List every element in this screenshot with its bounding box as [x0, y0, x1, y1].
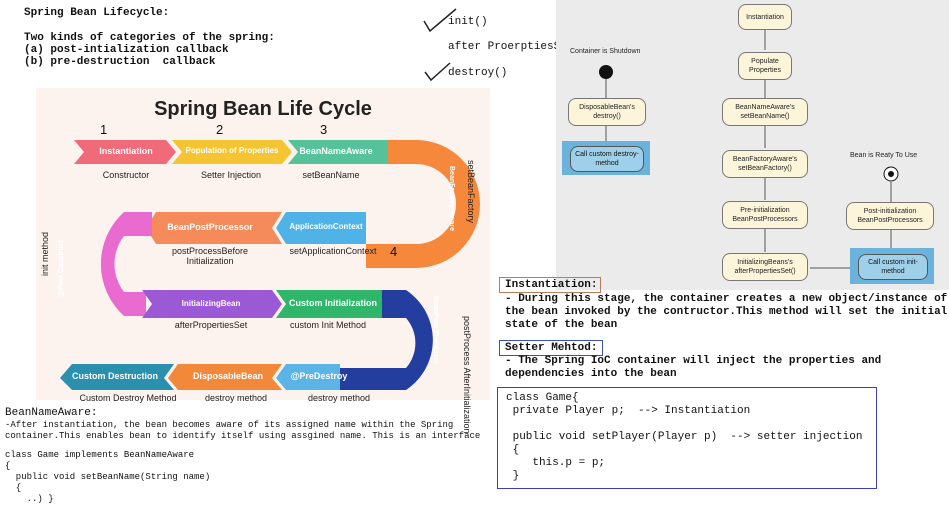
stage-instantiation: Instantiation	[99, 146, 153, 156]
bean-name-aware-line: -After instantiation, the bean becomes a…	[5, 420, 454, 430]
caption-set-bean-name: setBeanName	[302, 170, 360, 180]
code-line: ..) }	[5, 494, 54, 504]
setter-line: - The Spring IoC container will inject t…	[505, 355, 882, 367]
flow-node-post-init: Post-initialization BeanPostProcessors	[846, 202, 934, 230]
stage-custom-destruction: Custom Destruction	[71, 371, 158, 381]
container-shutdown-label: Container is Shutdown	[570, 48, 641, 55]
notes-item-a: (a) post-intialization callback	[24, 44, 229, 56]
notes-title: Spring Bean Lifecycle:	[24, 7, 170, 19]
notes-intro: Two kinds of categories of the spring:	[24, 32, 275, 44]
stage-disposable-bean: DisposableBean	[192, 371, 264, 381]
infographic-title: Spring Bean Life Cycle	[154, 98, 372, 120]
code-line: class Game implements BeanNameAware	[5, 450, 195, 460]
setter-heading: Setter Mehtod:	[505, 342, 598, 354]
checkmark-icon	[424, 62, 451, 82]
callback-destroy: destroy()	[448, 67, 508, 79]
instantiation-line: the bean invoked by the contructor.This …	[505, 306, 948, 318]
caption-destroy-method: destroy method	[204, 393, 268, 403]
code-line: public void setBeanName(String name)	[5, 472, 211, 482]
caption-constructor: Constructor	[102, 170, 150, 180]
handwritten-number: 4	[390, 244, 398, 259]
caption-after-properties-set: afterPropertiesSet	[174, 320, 248, 330]
flow-diagram-connectors	[599, 30, 899, 269]
stage-initializing-bean: InitializingBean	[181, 299, 241, 308]
caption-post-process-after-init: postProcess AfterInitialization	[462, 316, 472, 434]
code-line: public void setPlayer(Player p) --> sett…	[506, 431, 863, 443]
caption-post-process-before-init: postProcessBefore Initialization	[171, 246, 249, 266]
flow-node-populate: Populate Properties	[738, 52, 792, 80]
flow-node-custom-init: Call custom init-method	[858, 254, 928, 280]
notes-item-b: (b) pre-destruction callback	[24, 56, 216, 68]
caption-custom-destroy-method: Custom Destroy Method	[79, 393, 177, 403]
caption-destroy-method: destroy method	[307, 393, 371, 403]
code-line: private Player p; --> Instantiation	[506, 405, 751, 417]
lifecycle-ribbon	[60, 140, 480, 390]
stage-custom-initialization: Custom Initialization	[288, 298, 377, 308]
code-line: {	[506, 444, 520, 456]
stage-bean-factory-aware: BeanFactory Aware	[448, 166, 455, 231]
flow-node-instantiation: Instantiation	[738, 4, 792, 30]
flow-node-initializing-beans: InitializingBeans's afterPropertiesSet()	[722, 253, 808, 281]
setter-line: dependencies into the bean	[505, 368, 677, 380]
caption-set-application-context: setApplicationContext	[289, 246, 377, 256]
handwritten-number: 3	[320, 122, 328, 137]
instantiation-line: - During this stage, the container creat…	[505, 293, 948, 305]
stage-population-of-properties: Population of Properties	[185, 146, 279, 155]
stage-bean-name-aware: BeanNameAware	[299, 146, 373, 156]
code-box	[497, 387, 877, 489]
handwritten-number: 2	[216, 122, 224, 137]
code-line: {	[5, 461, 11, 471]
stage-post-construct: @Post Construct	[58, 240, 65, 297]
code-line: class Game{	[506, 392, 579, 404]
code-line: this.p = p;	[506, 457, 606, 469]
stage-bean-post-processor: BeanPostProcessor	[167, 222, 253, 232]
flow-node-disposable: DisposableBean's destroy()	[568, 98, 646, 126]
handwritten-number: 1	[100, 122, 108, 137]
instantiation-heading: Instantiation:	[505, 279, 598, 291]
code-line: {	[5, 483, 22, 493]
caption-init-method: init method	[40, 232, 50, 277]
stage-bean-post-processor-after: BeanPost Processor	[432, 296, 439, 365]
bean-name-aware-line: container.This enables bean to identify …	[5, 431, 481, 441]
instantiation-line: state of the bean	[505, 319, 618, 331]
caption-setter-injection: Setter Injection	[200, 170, 262, 180]
checkmark-icon	[423, 8, 457, 33]
instantiation-heading-box	[499, 277, 601, 293]
callback-init: init()	[448, 16, 488, 28]
setter-heading-box	[499, 340, 603, 356]
code-line: }	[506, 470, 520, 482]
stage-application-context: ApplicationContext	[289, 222, 363, 231]
bean-ready-label: Bean is Reaty To Use	[850, 152, 918, 159]
flow-node-bean-factory-aware: BeanFactoryAware's setBeanFactory()	[722, 150, 808, 178]
flow-node-pre-init: Pre-initialization BeanPostProcessors	[722, 201, 808, 229]
caption-set-bean-factory: setBeanFactory	[466, 160, 476, 224]
flow-node-custom-destroy: Call custom destroy-method	[570, 146, 644, 172]
bean-name-aware-heading: BeanNameAware:	[5, 407, 98, 419]
caption-custom-init-method: custom Init Method	[289, 320, 367, 330]
flow-node-bean-name-aware: BeanNameAware's setBeanName()	[722, 98, 808, 126]
stage-pre-destroy: @PreDestroy	[290, 371, 348, 381]
